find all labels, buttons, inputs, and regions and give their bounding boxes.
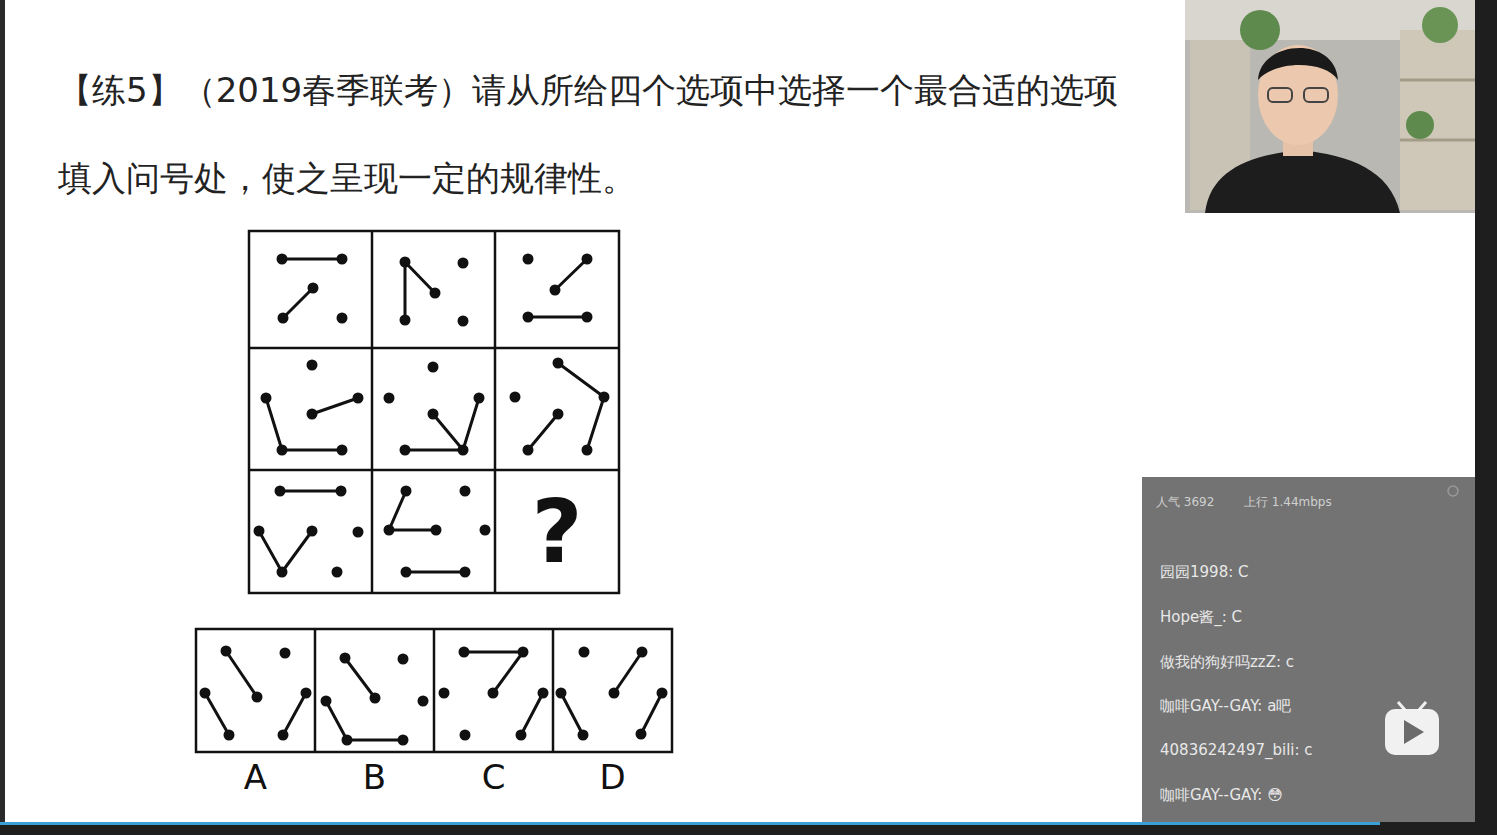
chat-message: 园园1998: C xyxy=(1160,563,1248,581)
option-cell: C xyxy=(435,630,552,751)
option-letter: B xyxy=(316,759,433,796)
option-cell: A xyxy=(197,630,314,751)
progress-fill xyxy=(0,822,1380,825)
chat-message: 40836242497_bili: c xyxy=(1160,741,1313,759)
frame-edge xyxy=(1475,0,1497,835)
option-letter: A xyxy=(197,759,314,796)
option-letter: D xyxy=(554,759,671,796)
chat-panel-ground xyxy=(1142,477,1475,822)
chat-message: Hope酱_: C xyxy=(1160,608,1242,626)
status-text: 人气 3692 xyxy=(1156,495,1214,509)
question-grid xyxy=(249,231,619,593)
question-text: 【练5】（2019春季联考）请从所给四个选项中选择一个最合适的选项填入问号处，使… xyxy=(58,46,1148,222)
question-mark: ? xyxy=(496,471,618,592)
option-figures xyxy=(201,647,666,744)
option-cell: B xyxy=(316,630,433,751)
frame-edge xyxy=(0,0,5,835)
chat-panel: 人气 3692 上行 1.44mbps 园园1998: C Hope酱_: C 做我的狗… xyxy=(1142,477,1475,822)
status-text: 上行 1.44mbps xyxy=(1244,495,1332,509)
chat-message: 咖啡GAY--GAY: a吧 xyxy=(1160,697,1291,715)
option-letter: C xyxy=(435,759,552,796)
play-icon xyxy=(1385,702,1439,755)
option-strip xyxy=(196,629,672,752)
webcam-view xyxy=(1185,0,1475,213)
chat-message: 做我的狗好吗zzZ: c xyxy=(1160,653,1294,671)
settings-icon xyxy=(1448,486,1458,496)
progress-bar xyxy=(0,822,1497,835)
question-cell: ? xyxy=(496,471,618,592)
chat-message: 咖啡GAY--GAY: 😳 xyxy=(1160,786,1283,804)
option-cell: D xyxy=(554,630,671,751)
